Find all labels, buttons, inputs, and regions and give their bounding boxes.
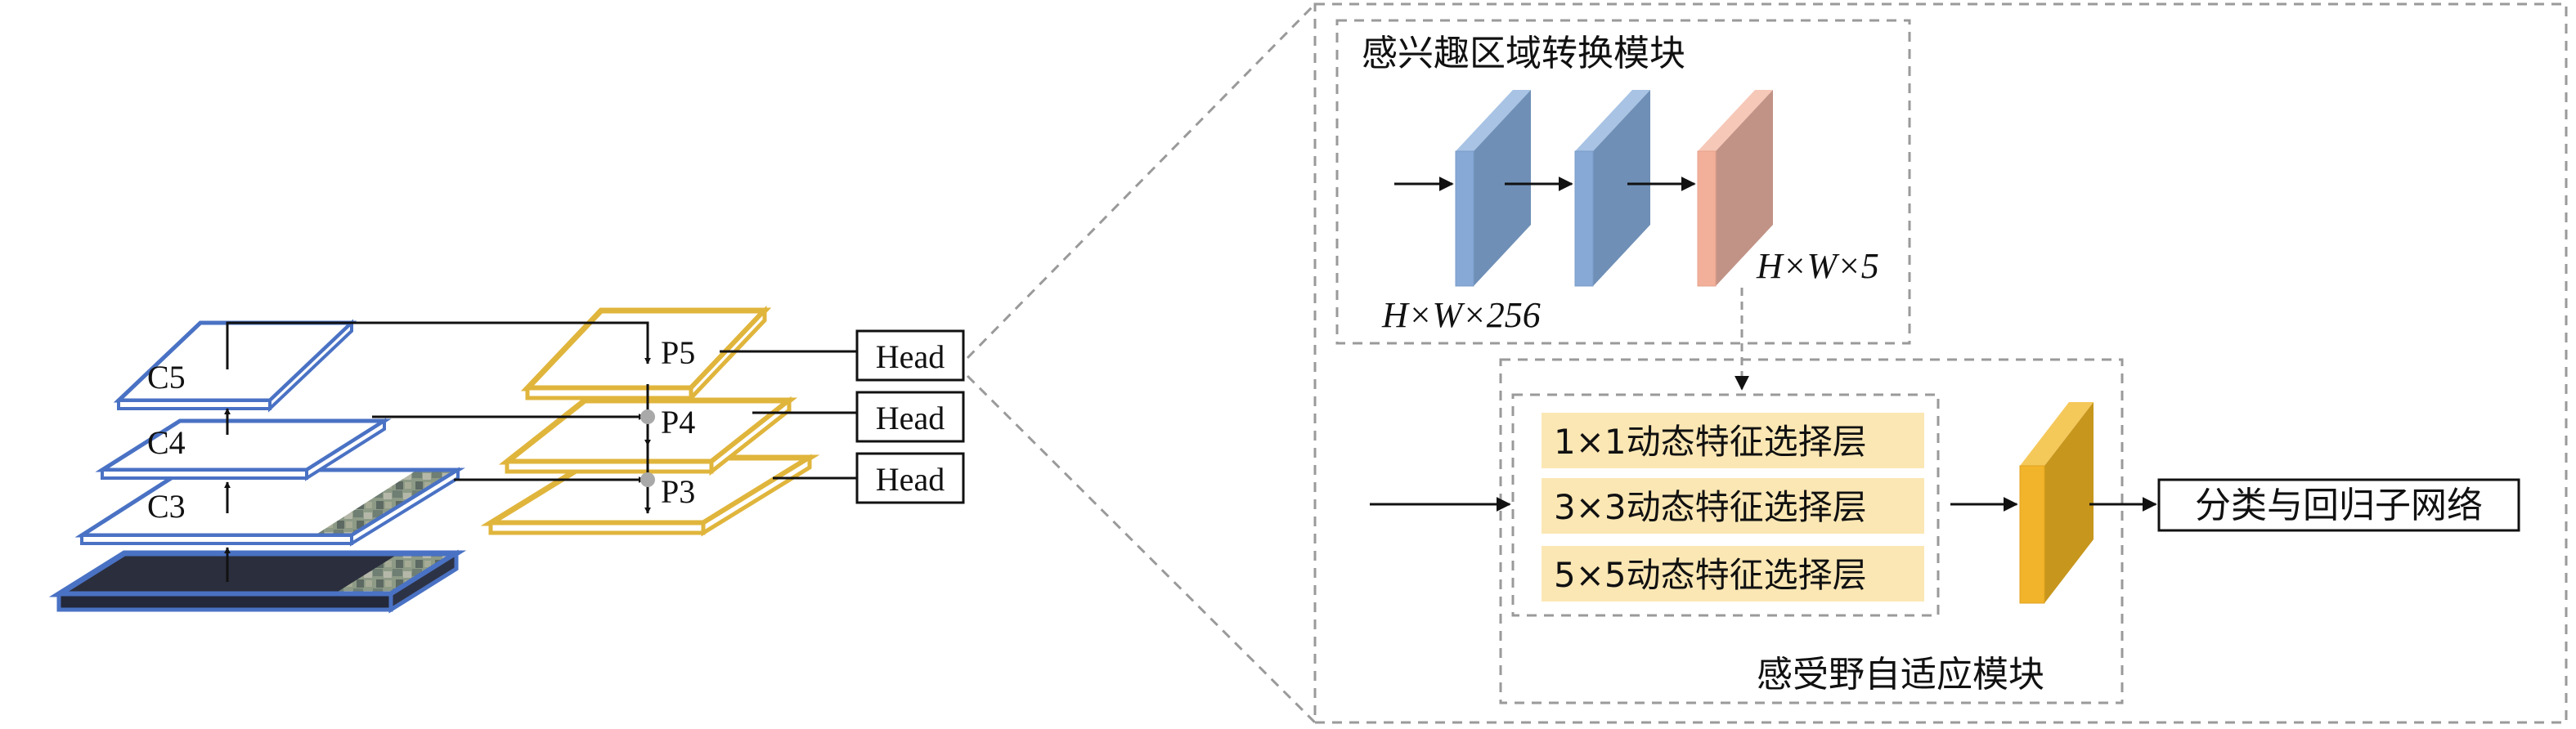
c4-label: C4 — [147, 424, 186, 461]
backbone-layer-c3: C3 — [74, 467, 465, 547]
roi-dim-5: H×W×5 — [1756, 246, 1879, 286]
dynamic-layers-frame — [1511, 393, 1940, 617]
detail-panel — [1313, 2, 2568, 724]
rf-module: 1×1动态特征选择层 3×3动态特征选择层 5×5动态特征选择层 感受野自适应模… — [1370, 358, 2124, 704]
rf-module-frame — [1499, 358, 2124, 704]
merge-node-p4 — [640, 409, 655, 424]
head-label-2: Head — [876, 400, 945, 436]
conv-block-1 — [1455, 90, 1531, 287]
fpn-level-p5: P5 — [520, 305, 772, 404]
head-box-3 — [855, 452, 965, 504]
p5-label: P5 — [661, 334, 695, 371]
roi-dim-256: H×W×256 — [1381, 295, 1541, 335]
fused-feature-block — [2019, 402, 2094, 604]
dynamic-layer-5x5-label: 5×5动态特征选择层 — [1554, 555, 1867, 595]
conv-block-2 — [1574, 90, 1650, 287]
merge-node-p3 — [640, 472, 655, 487]
p3-label: P3 — [661, 473, 695, 510]
heads: Head Head Head — [855, 329, 965, 504]
dynamic-layer-1x1-box — [1542, 413, 1924, 468]
head-box-2 — [855, 391, 965, 443]
c5-label: C5 — [147, 359, 186, 396]
dynamic-layer-3x3-label: 3×3动态特征选择层 — [1554, 487, 1867, 527]
p4-label: P4 — [661, 404, 695, 441]
head-box-1 — [855, 329, 965, 382]
zoom-line-top — [966, 2, 1317, 360]
dynamic-layer-3x3-box — [1542, 478, 1924, 534]
conv-block-3 — [1697, 90, 1773, 287]
backbone: C3 C4 C5 — [48, 319, 467, 614]
head-label-1: Head — [876, 338, 945, 375]
zoom-line-bottom — [966, 374, 1317, 724]
lateral-c5-p5 — [226, 321, 651, 369]
output-box — [2157, 478, 2520, 532]
roi-module: 感兴趣区域转换模块 H×W×256 H×W×5 — [1335, 19, 1911, 345]
head-label-3: Head — [876, 461, 945, 498]
backbone-layer-c5: C5 — [113, 319, 357, 413]
roi-module-title: 感兴趣区域转换模块 — [1362, 33, 1685, 74]
c3-label: C3 — [147, 488, 186, 525]
backbone-layer-c4: C4 — [95, 418, 392, 481]
rf-module-title: 感受野自适应模块 — [1757, 654, 2044, 695]
fpn: P3 P4 P5 — [226, 305, 857, 537]
fpn-level-p3: P3 — [480, 454, 820, 537]
input-image-slab — [48, 549, 467, 614]
dynamic-layer-1x1-label: 1×1动态特征选择层 — [1554, 422, 1867, 462]
output-box-label: 分类与回归子网络 — [2195, 485, 2483, 526]
dynamic-layer-5x5-box — [1542, 546, 1924, 602]
